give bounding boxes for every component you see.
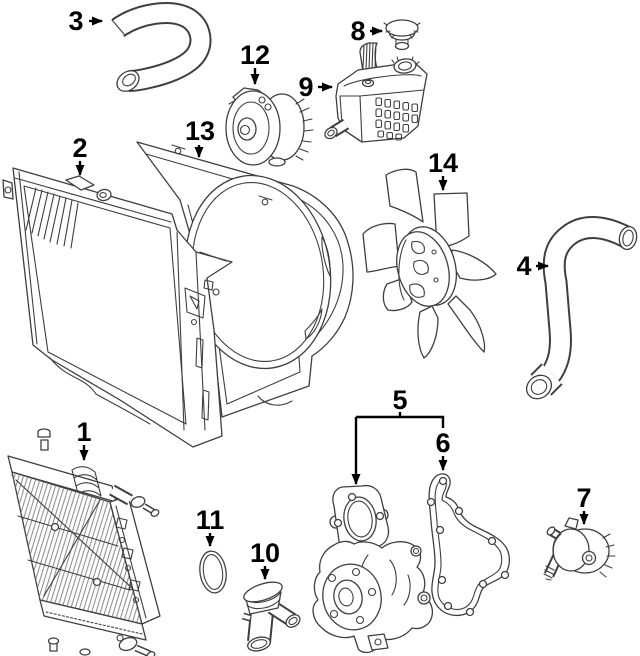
callout-3-number: 3: [68, 6, 83, 36]
callout-1-number: 1: [76, 417, 91, 447]
callout-11[interactable]: 11: [196, 505, 225, 547]
callout-2-number: 2: [72, 133, 87, 163]
lower-radiator-hose-part: [525, 216, 638, 400]
water-pump-part: [312, 484, 434, 654]
callout-6-number: 6: [435, 428, 450, 458]
thermostat-gasket-part: [199, 550, 227, 594]
callout-5-number: 5: [392, 385, 407, 415]
water-pump-gasket-part: [426, 473, 510, 617]
callout-14-number: 14: [428, 148, 458, 178]
upper-radiator-hose-part: [111, 2, 212, 92]
coolant-reservoir-part: [324, 42, 428, 143]
reservoir-cap-part: [383, 19, 421, 51]
callout-13-number: 13: [185, 116, 215, 146]
radiator-assembly-part: [2, 167, 233, 448]
radiator-part: [7, 428, 161, 656]
callout-11-number: 11: [196, 505, 225, 535]
thermostat-part: [242, 581, 301, 652]
callout-8[interactable]: 8: [350, 16, 383, 46]
callout-12[interactable]: 12: [240, 40, 270, 85]
callout-9-number: 9: [298, 72, 313, 102]
callout-1[interactable]: 1: [76, 417, 92, 461]
fan-clutch-part: [225, 87, 314, 167]
callout-14[interactable]: 14: [428, 148, 458, 191]
callout-6[interactable]: 6: [435, 428, 451, 471]
fan-blade-part: [362, 168, 497, 359]
callout-3[interactable]: 3: [68, 6, 103, 36]
callout-10-number: 10: [250, 538, 280, 568]
callout-7[interactable]: 7: [576, 483, 592, 525]
callout-5-bracket: [356, 412, 445, 428]
callout-13[interactable]: 13: [185, 116, 215, 158]
callout-9[interactable]: 9: [298, 72, 333, 102]
callout-12-number: 12: [240, 40, 270, 70]
callout-10[interactable]: 10: [250, 538, 280, 580]
water-inlet-joint-part: [543, 517, 616, 581]
callout-7-number: 7: [576, 483, 591, 513]
callout-4-number: 4: [516, 251, 531, 281]
callout-8-number: 8: [350, 16, 365, 46]
fan-shroud-part: [136, 141, 354, 418]
callout-2[interactable]: 2: [72, 133, 88, 176]
callout-5[interactable]: 5: [351, 385, 445, 485]
callout-4[interactable]: 4: [516, 251, 549, 281]
